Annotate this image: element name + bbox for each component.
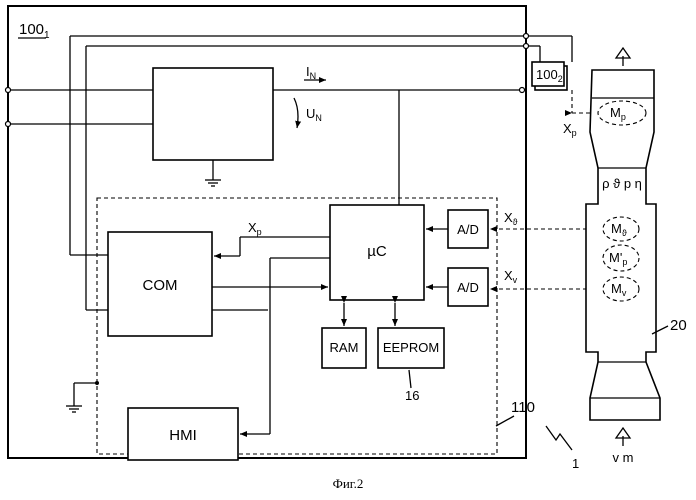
terminal-top [6, 88, 11, 93]
flow-tube [586, 70, 660, 420]
device-ref-leader [546, 426, 572, 450]
bus-terminal-2 [524, 44, 529, 49]
adc-bottom-label: A/D [457, 280, 479, 295]
eeprom-label: EEPROM [383, 340, 439, 355]
hmi-label: HMI [169, 427, 197, 444]
params-label: ρ ϑ p η [602, 176, 642, 191]
current-label: IN [306, 64, 316, 81]
electronics-ref-leader [496, 416, 514, 426]
figure-caption: Фиг.2 [333, 476, 364, 491]
eeprom-ref: 16 [405, 388, 419, 403]
voltage-arrow [294, 98, 298, 128]
adc-top-label: A/D [457, 222, 479, 237]
power-supply-block [153, 68, 273, 160]
mcu-label: µC [367, 243, 387, 260]
flow-label: v m [613, 450, 634, 465]
signal-xp-label: Xp [248, 220, 262, 237]
flow-in-arrow [616, 428, 630, 446]
terminal-bottom [6, 122, 11, 127]
signal-xv-label: Xv [504, 268, 518, 285]
flow-out-arrow [616, 48, 630, 66]
output-terminal [520, 88, 525, 93]
device-ref: 1 [572, 456, 579, 471]
remote-xp-label: Xp [563, 121, 577, 138]
eeprom-ref-leader [409, 370, 411, 388]
voltage-label: UN [306, 106, 322, 123]
ram-label: RAM [330, 340, 359, 355]
com-label: COM [143, 277, 178, 294]
signal-xtheta-label: Xϑ [504, 210, 518, 227]
electronics-ref: 110 [511, 399, 535, 416]
bus-terminal-1 [524, 34, 529, 39]
pipe-ref: 20 [670, 317, 687, 334]
